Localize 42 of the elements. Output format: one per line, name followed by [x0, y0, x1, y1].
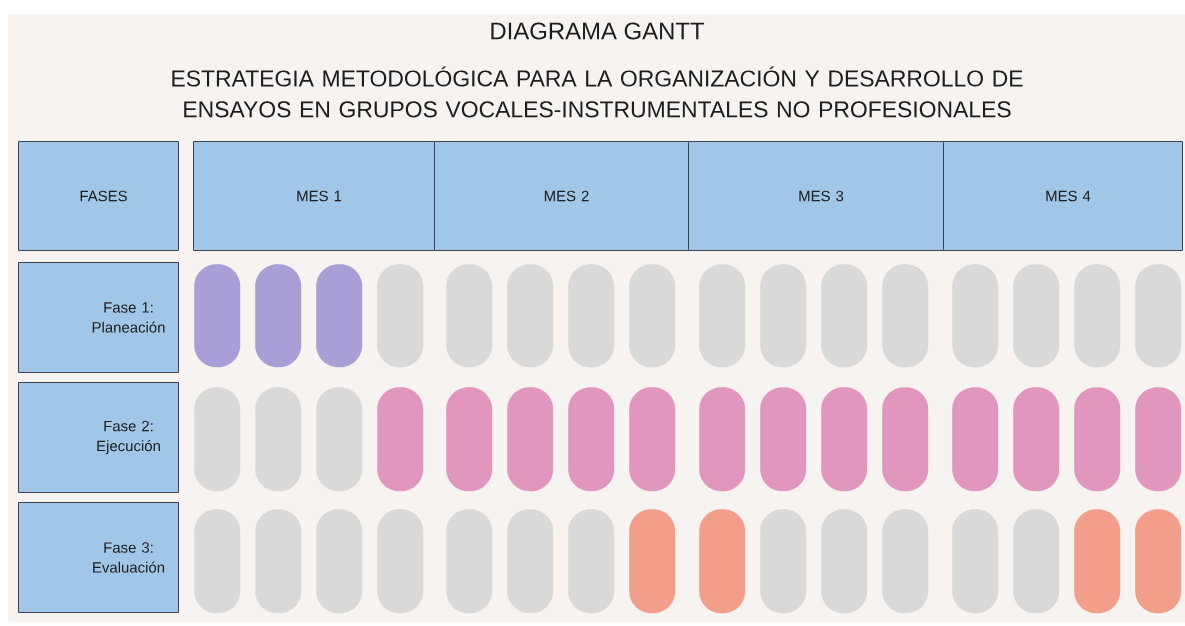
gantt-bar [1135, 509, 1182, 614]
gantt-bar [1074, 509, 1121, 614]
header-cell: MES 1 [193, 141, 435, 251]
gantt-bar [699, 387, 746, 492]
header-cell: MES 4 [943, 141, 1183, 251]
gantt-bar [1013, 387, 1060, 492]
phase-cell: Fase 1: Planeación [18, 262, 179, 373]
gantt-bar [629, 387, 676, 492]
gantt-bar [568, 509, 615, 614]
gantt-bar [316, 509, 363, 614]
gantt-bar [316, 387, 363, 492]
gantt-bar [882, 387, 929, 492]
header-cell: FASES [18, 141, 179, 251]
gantt-bar [882, 509, 929, 614]
phase-cell: Fase 2: Ejecución [18, 382, 179, 493]
header-cell: MES 3 [688, 141, 944, 251]
gantt-bar [821, 509, 868, 614]
gantt-bar [1013, 509, 1060, 614]
gantt-bar [952, 387, 999, 492]
gantt-bar [255, 387, 302, 492]
gantt-bar [255, 509, 302, 614]
gantt-bar [760, 509, 807, 614]
title: DIAGRAMA GANTT [491, 22, 705, 40]
gantt-bar [446, 509, 493, 614]
gantt-bar [699, 509, 746, 614]
gantt-bar [760, 387, 807, 492]
gantt-bar [1135, 387, 1182, 492]
gantt-bar [952, 509, 999, 614]
gantt-bar [821, 387, 868, 492]
gantt-bar [629, 509, 676, 614]
gantt-bar [507, 509, 554, 614]
header-cell: MES 2 [434, 141, 689, 251]
gantt-bar [1074, 387, 1121, 492]
subtitle: ESTRATEGIA METODOLÓGICA PARA LA ORGANIZACIÓN Y DESARROLLO DE ENSAYOS EN GRUPOS VOCALES-INSTRUMENTALES NO PROFESIONALES [172, 66, 1023, 118]
gantt-bar [568, 387, 615, 492]
gantt-bar [377, 509, 424, 614]
gantt-bar [507, 387, 554, 492]
gantt-bar [377, 387, 424, 492]
gantt-bar [194, 509, 241, 614]
phase-cell: Fase 3: Evaluación [18, 502, 179, 613]
gantt-bar [446, 387, 493, 492]
gantt-bar [194, 387, 241, 492]
